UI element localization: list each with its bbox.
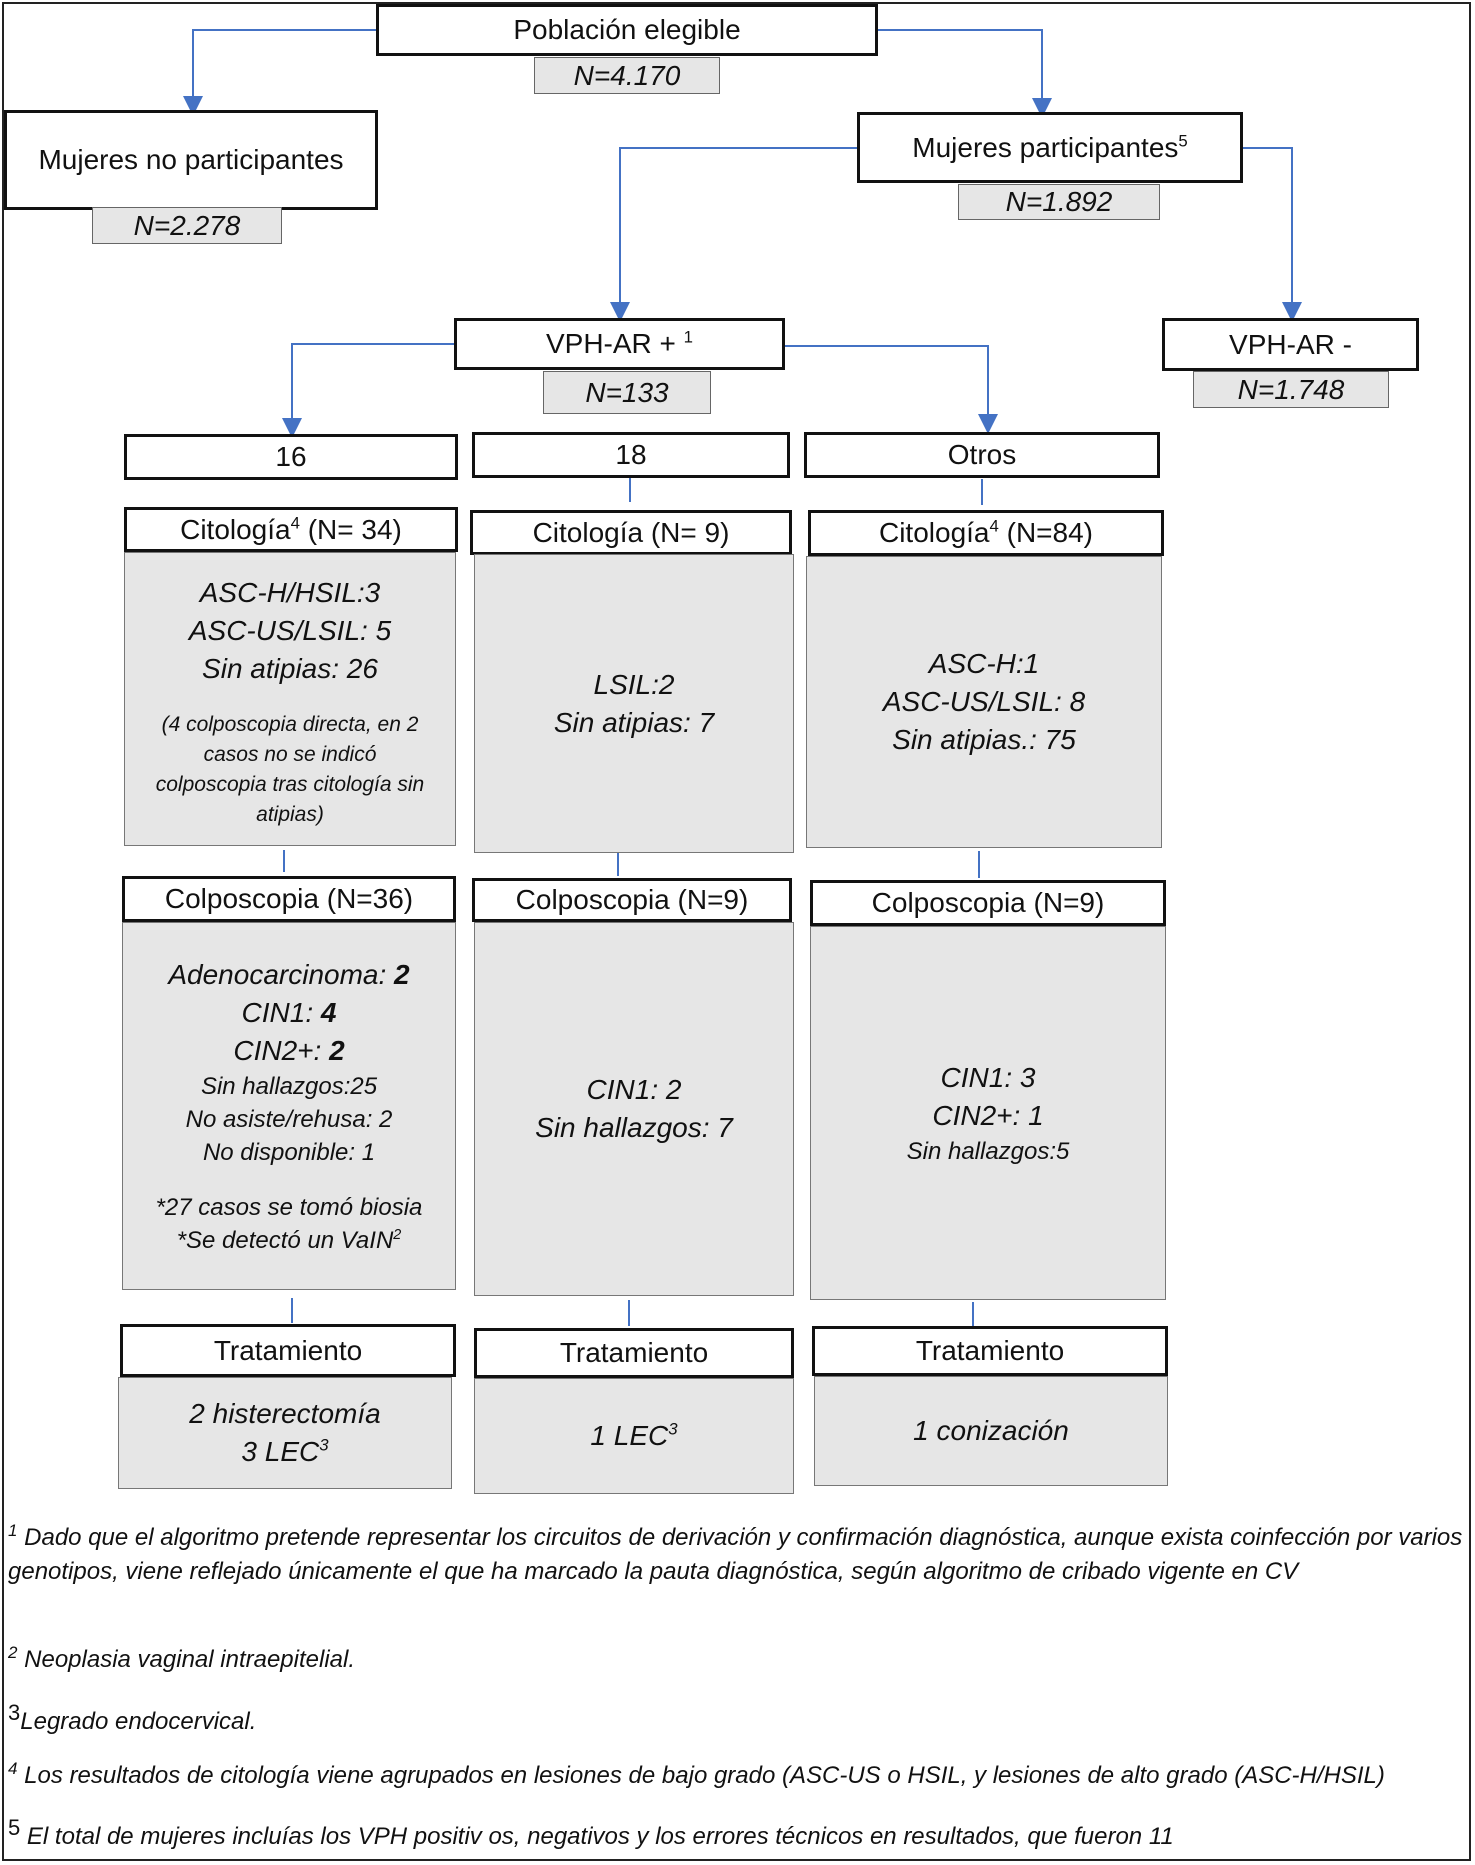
colposcopy-16-results: Adenocarcinoma: 2 CIN1: 4 CIN2+: 2 Sin h… [122,922,456,1290]
genotype-18-box: 18 [472,432,790,478]
footnote-5: 5 El total de mujeres incluías los VPH p… [8,1815,1174,1851]
cytology-18-header: Citología (N= 9) [470,510,792,555]
treatment-16-results: 2 histerectomía 3 LEC3 [118,1377,452,1489]
treatment-18-header: Tratamiento [474,1328,794,1378]
colposcopy-18-header: Colposcopia (N=9) [472,878,792,922]
arrow-to-genotype-otros [784,345,998,434]
arrow-to-participants [878,29,1052,118]
colposcopy-otros-results: CIN1: 3 CIN2+: 1 Sin hallazgos:5 [810,926,1166,1300]
footnote-1: 1 Dado que el algoritmo pretende represe… [8,1521,1463,1585]
arrow-to-non-participants [183,29,376,116]
colposcopy-16-header: Colposcopia (N=36) [122,876,456,922]
cytology-16-header: Citología4 (N= 34) [124,507,458,552]
cytology-16-results: ASC-H/HSIL:3 ASC-US/LSIL: 5 Sin atipias:… [124,552,456,846]
footnote-3: 3Legrado endocervical. [8,1700,257,1736]
eligible-population-label: Población elegible [513,14,741,46]
hpv-positive-n: N=133 [543,371,711,414]
colposcopy-otros-header: Colposcopia (N=9) [810,880,1166,926]
cytology-otros-header: Citología4 (N=84) [808,510,1164,556]
genotype-otros-box: Otros [804,432,1160,478]
participants-box: Mujeres participantes5 [857,112,1243,183]
cytology-18-results: LSIL:2 Sin atipias: 7 [474,554,794,853]
non-participants-n: N=2.278 [92,207,282,244]
hpv-negative-n: N=1.748 [1193,371,1389,408]
eligible-population-box: Población elegible [376,4,878,56]
cytology-16-note: (4 colposcopia directa, en 2 [161,713,419,736]
hpv-negative-box: VPH-AR - [1162,318,1419,371]
cytology-otros-results: ASC-H:1 ASC-US/LSIL: 8 Sin atipias.: 75 [806,556,1162,848]
footnote-4: 4 Los resultados de citología viene agru… [8,1759,1385,1789]
participants-n: N=1.892 [958,184,1160,220]
genotype-16-box: 16 [124,434,458,480]
eligible-population-n: N=4.170 [534,57,720,94]
treatment-otros-results: 1 conización [814,1376,1168,1486]
arrow-to-hpv-positive [610,147,857,322]
non-participants-box: Mujeres no participantes [4,110,378,210]
hpv-positive-label: VPH-AR + 1 [545,327,694,360]
arrow-to-genotype-16 [282,343,454,438]
treatment-18-results: 1 LEC3 [474,1378,794,1494]
footnote-2: 2 Neoplasia vaginal intraepitelial. [8,1643,356,1673]
participants-label: Mujeres participantes5 [912,131,1188,163]
treatment-otros-header: Tratamiento [812,1326,1168,1376]
hpv-positive-box: VPH-AR + 1 [454,318,785,370]
arrow-to-hpv-negative [1243,147,1302,322]
hpv-negative-label: VPH-AR - [1229,328,1352,360]
non-participants-label: Mujeres no participantes [38,144,344,176]
colposcopy-18-results: CIN1: 2 Sin hallazgos: 7 [474,922,794,1296]
treatment-16-header: Tratamiento [120,1324,456,1377]
